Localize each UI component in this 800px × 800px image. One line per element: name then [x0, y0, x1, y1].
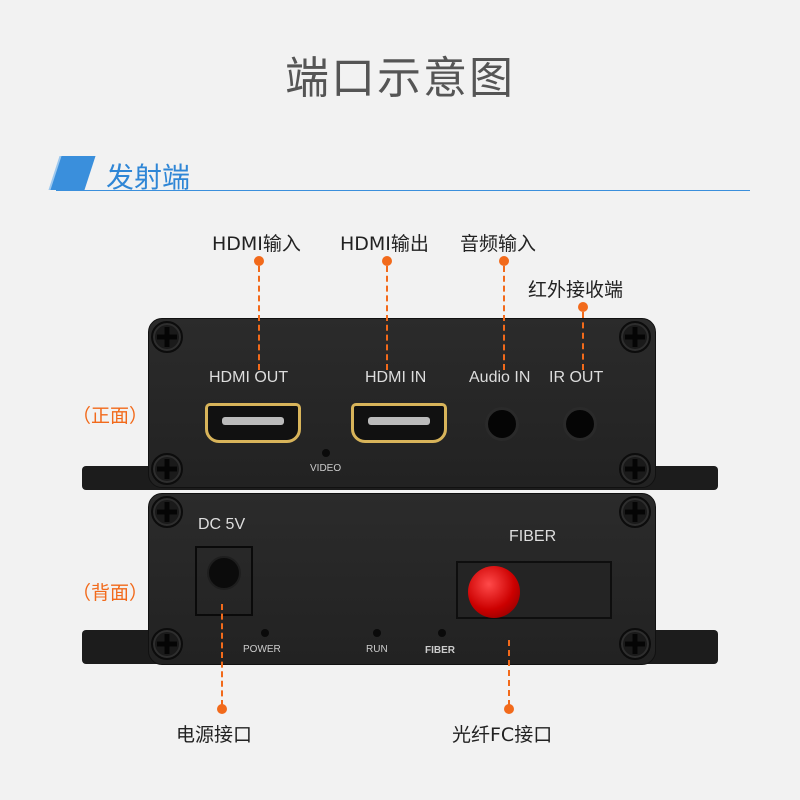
callout-line [508, 640, 510, 706]
hdmi-in-label: HDMI IN [365, 369, 427, 386]
fiber-led [438, 629, 446, 637]
callout-ir: 红外接收端 [528, 279, 624, 301]
callout-line [582, 312, 584, 370]
ir-out-jack [563, 407, 597, 441]
audio-in-label: Audio IN [469, 369, 531, 386]
callout-line [386, 266, 388, 370]
hdmi-out-port [205, 403, 301, 443]
screw-icon [619, 496, 651, 528]
fiber-led-label: FIBER [425, 645, 455, 656]
screw-icon [619, 321, 651, 353]
screw-icon [151, 321, 183, 353]
screw-icon [619, 628, 651, 660]
power-led-label: POWER [243, 644, 281, 655]
fiber-fc-connector [468, 566, 520, 618]
video-led [322, 449, 330, 457]
screw-icon [619, 453, 651, 485]
hdmi-out-label: HDMI OUT [209, 369, 289, 386]
audio-in-jack [485, 407, 519, 441]
dc-power-jack [195, 546, 253, 616]
screw-icon [151, 628, 183, 660]
hdmi-in-port [351, 403, 447, 443]
callout-dot [504, 704, 514, 714]
callout-dot [254, 256, 264, 266]
callout-fiber: 光纤FC接口 [452, 724, 553, 746]
callout-dot [382, 256, 392, 266]
callout-dot [578, 302, 588, 312]
callout-line [258, 266, 260, 370]
callout-hdmi-in: HDMI输入 [212, 233, 301, 255]
screw-icon [151, 453, 183, 485]
page-title: 端口示意图 [285, 53, 515, 104]
section-divider [56, 190, 750, 191]
front-panel: HDMI OUT HDMI IN Audio IN IR OUT VIDEO [148, 318, 656, 488]
video-led-label: VIDEO [310, 463, 342, 474]
run-led-label: RUN [366, 644, 388, 655]
callout-audio-in: 音频输入 [460, 233, 537, 255]
ir-out-label: IR OUT [549, 369, 604, 386]
run-led [373, 629, 381, 637]
callout-hdmi-out: HDMI输出 [340, 233, 429, 255]
fiber-label: FIBER [509, 528, 557, 545]
back-label: （背面） [72, 582, 149, 604]
power-led [261, 629, 269, 637]
back-panel: DC 5V FIBER POWER RUN FIBER [148, 493, 656, 665]
callout-dot [217, 704, 227, 714]
front-label: （正面） [72, 405, 149, 427]
callout-line [221, 604, 223, 706]
callout-power: 电源接口 [176, 724, 253, 746]
callout-line [503, 266, 505, 370]
callout-dot [499, 256, 509, 266]
section-title: 发射端 [106, 161, 191, 194]
dc-label: DC 5V [198, 516, 246, 533]
screw-icon [151, 496, 183, 528]
